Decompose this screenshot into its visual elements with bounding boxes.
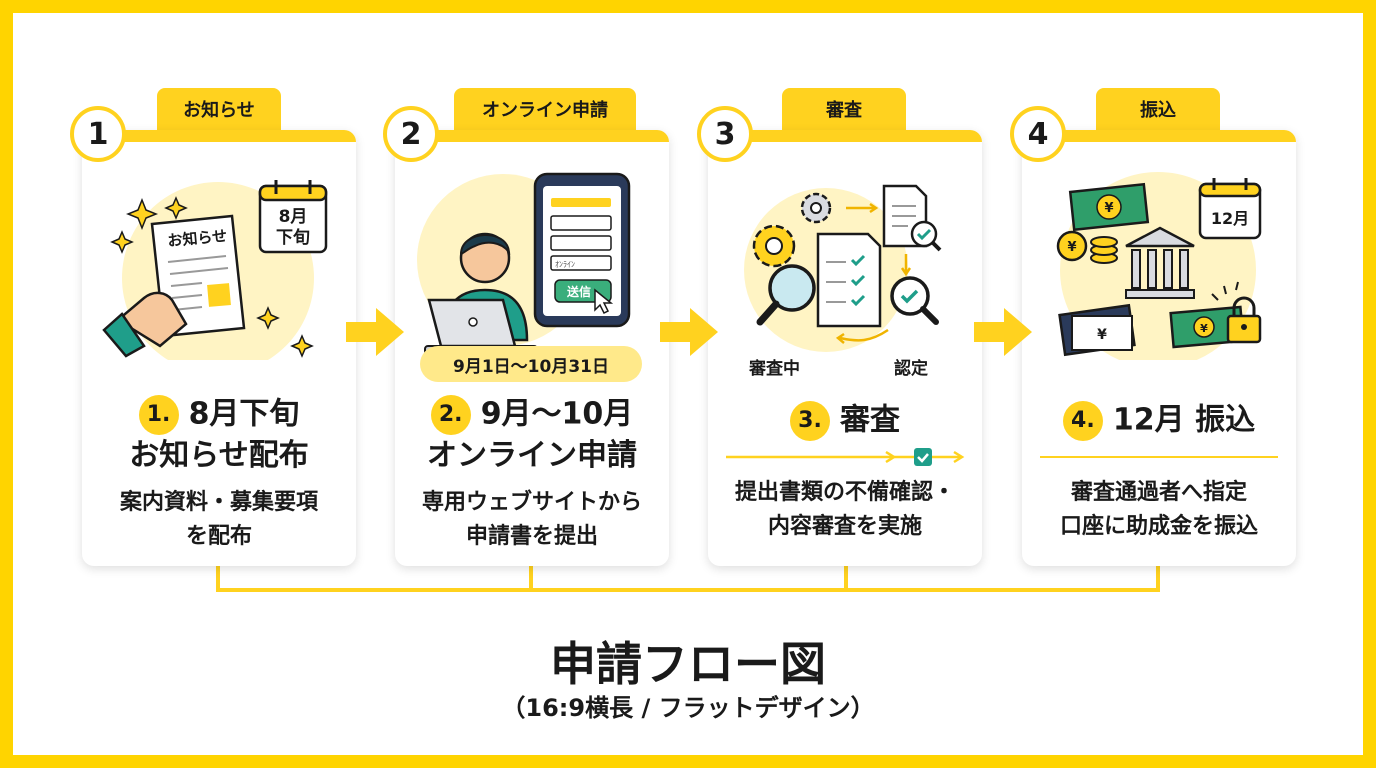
step-3-desc-line2: 内容審査を実施 — [767, 514, 922, 539]
review-status-left: 審査中 — [749, 359, 800, 379]
step-2-number: 2 — [383, 106, 439, 162]
step-2-tab: オンライン申請 — [454, 88, 636, 130]
payment-illustration: ¥ ¥ 12月 ¥ — [1056, 172, 1262, 360]
step-4-heading: 4.12月 振込 — [1022, 400, 1296, 441]
flow-arrows-icon — [835, 202, 912, 344]
review-status-right: 認定 — [894, 359, 928, 379]
step-1-desc-line1: 案内資料・募集要項 — [119, 490, 318, 515]
calendar-icon: 12月 — [1198, 178, 1262, 240]
review-illustration — [744, 184, 942, 352]
step-1-tab-label: お知らせ — [183, 100, 255, 121]
step-1-heading-line1: 8月下旬 — [188, 396, 300, 432]
step-2-desc-line1: 専用ウェブサイトから — [421, 490, 642, 515]
sparkle-icon — [110, 196, 314, 358]
card-topbar — [395, 130, 669, 142]
form-field-text: ｵﾝﾗｲﾝ — [555, 260, 575, 269]
right-arrow-icon — [974, 308, 1032, 356]
step-2-heading-2: オンライン申請 — [427, 438, 637, 473]
step-3-number: 3 — [697, 106, 753, 162]
step-2-badge: 2. — [430, 394, 471, 435]
step-3-heading-text: 審査 — [840, 402, 900, 438]
step-3-card: 審査中 認定 3. 審査 提出書類の不備確認・ 内容審査を実施 — [708, 130, 982, 566]
approved-magnifier-icon — [890, 276, 939, 325]
document-icon — [882, 184, 942, 252]
magnifier-icon — [756, 264, 816, 326]
gear-icon — [752, 192, 832, 268]
card-topbar — [1022, 130, 1296, 142]
smartphone-icon: ｵﾝﾗｲﾝ 送信 — [533, 172, 631, 328]
step-4-tab: 振込 — [1096, 88, 1220, 130]
cursor-icon — [594, 288, 614, 315]
card-topbar — [708, 130, 982, 142]
coin-icon: ¥ — [1056, 230, 1118, 264]
step-3-badge: 3. — [790, 400, 830, 441]
step-2-tab-label: オンライン申請 — [482, 100, 608, 121]
bank-icon — [1125, 226, 1195, 299]
calendar-period: 下旬 — [276, 227, 310, 248]
step-4-heading-text: 12月 振込 — [1112, 402, 1256, 438]
step-3-desc-line1: 提出書類の不備確認・ — [734, 480, 955, 505]
svg-text:¥: ¥ — [1067, 240, 1076, 255]
notice-illustration: お知らせ 8月 下旬 — [102, 180, 328, 360]
step-4-desc-line1: 審査通過者へ指定 — [1070, 480, 1247, 505]
step-1-heading: 1.8月下旬 — [82, 394, 356, 435]
checklist-icon — [816, 232, 882, 328]
step-3-tab: 審査 — [782, 88, 906, 130]
step-3-heading: 3. 審査 — [708, 400, 982, 441]
step-1-tab: お知らせ — [157, 88, 281, 130]
step-4-number: 4 — [1010, 106, 1066, 162]
page-subtitle: （16:9横長 / フラットデザイン） — [501, 694, 875, 722]
step-1-desc-line2: を配布 — [185, 524, 252, 549]
application-period-pill: 9月1日〜10月31日 — [420, 346, 642, 382]
calendar-icon: 8月 下旬 — [258, 180, 328, 254]
currency-symbol: ¥ — [1104, 201, 1113, 216]
step-1-number: 1 — [70, 106, 126, 162]
card-topbar — [82, 130, 356, 142]
svg-text:¥: ¥ — [1200, 322, 1208, 335]
step-1-heading-2: お知らせ配布 — [129, 438, 309, 473]
notice-paper-label: お知らせ — [167, 227, 228, 250]
page-title: 申請フロー図 — [550, 637, 826, 691]
banknote-lock-icon: ¥ — [1169, 281, 1262, 349]
step-3-tab-label: 審査 — [826, 100, 862, 121]
right-arrow-icon — [660, 308, 718, 356]
step-2-desc-line2: 申請書を提出 — [465, 524, 598, 549]
online-application-illustration: ｵﾝﾗｲﾝ 送信 — [417, 172, 631, 355]
calendar-month: 12月 — [1211, 209, 1249, 228]
step-4-tab-label: 振込 — [1140, 100, 1176, 121]
step-4-badge: 4. — [1062, 400, 1103, 441]
step-1-card: お知らせ 8月 下旬 1.8月下旬 お知らせ配布 案内資料・募集要項 を配布 — [82, 130, 356, 566]
calendar-month: 8月 — [279, 207, 308, 227]
cash-card-icon: ¥ — [1058, 303, 1136, 357]
right-arrow-icon — [346, 308, 404, 356]
review-progress-line — [726, 448, 965, 466]
step-2-heading-line1: 9月〜10月 — [480, 396, 634, 432]
step-4-desc-line2: 口座に助成金を振込 — [1059, 514, 1258, 539]
step-4-divider — [1040, 456, 1278, 458]
svg-text:¥: ¥ — [1097, 327, 1107, 343]
send-button-label: 送信 — [566, 284, 591, 299]
banknote-icon: ¥ — [1068, 182, 1150, 232]
step-2-heading: 2.9月〜10月 — [395, 394, 669, 435]
step-1-badge: 1. — [138, 394, 179, 435]
hand-icon — [102, 291, 188, 358]
step-4-card: ¥ ¥ 12月 ¥ — [1022, 130, 1296, 566]
